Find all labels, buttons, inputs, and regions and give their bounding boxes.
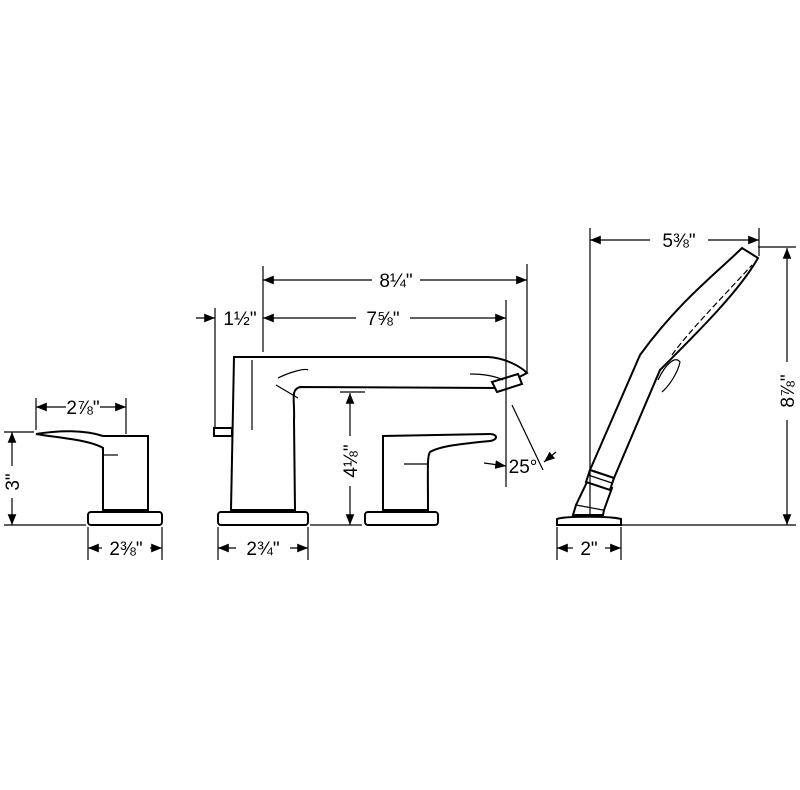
dim-shower-height: 8⅞" <box>778 374 799 407</box>
hand-shower-dimensions: 5⅜" 8⅞" 2" <box>556 228 799 560</box>
tub-spout <box>213 356 529 526</box>
hand-shower <box>556 246 760 526</box>
left-handle-dimensions: 2⅞" 3" 2⅜" <box>3 398 163 560</box>
left-handle <box>35 430 163 526</box>
dim-left-handle-width: 2⅞" <box>66 398 99 419</box>
dim-shower-width: 5⅜" <box>662 231 695 252</box>
dim-spout-height: 4⅛" <box>341 444 362 477</box>
dim-spout-angle: 25° <box>509 457 538 478</box>
dim-spout-base-width-label: 2¾" <box>246 539 279 560</box>
dim-spout-reach: 7⅝" <box>366 309 399 330</box>
dim-spout-total-length: 8¼" <box>379 271 412 292</box>
dim-left-base-width: 2⅜" <box>109 539 142 560</box>
dim-shower-base-width: 2" <box>580 539 597 560</box>
dim-spout-rear-offset: 1½" <box>223 309 256 330</box>
dim-left-handle-height: 3" <box>3 473 24 490</box>
right-handle <box>364 432 497 526</box>
spout-dimensions: 8¼" 1½" 7⅝" 4⅛" 2¾" 25° <box>196 264 557 560</box>
